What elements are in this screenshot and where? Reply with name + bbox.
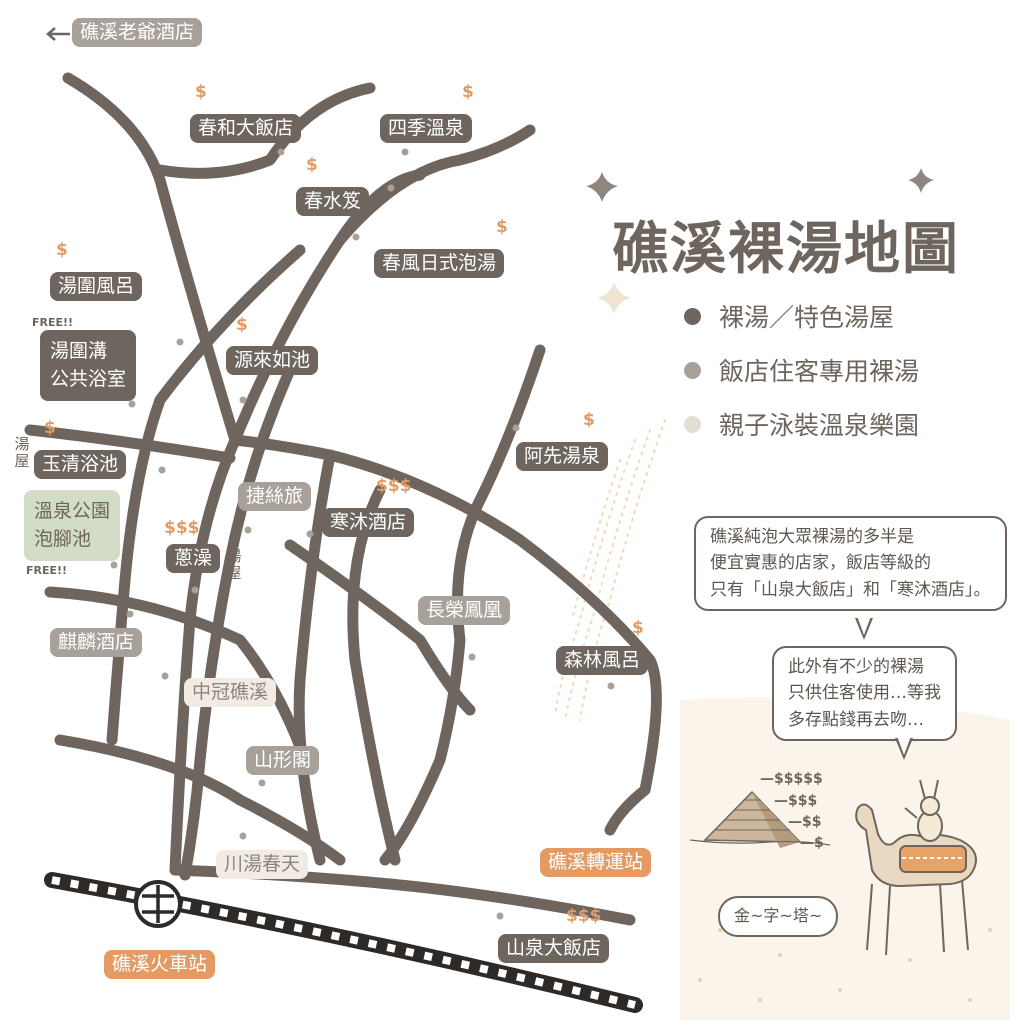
- spot-label-park[interactable]: 溫泉公園 泡腳池: [24, 490, 121, 562]
- spot-label-park-line1: 溫泉公園: [34, 500, 111, 522]
- spot-label-train-station[interactable]: 礁溪火車站: [104, 950, 216, 979]
- price-tangwei-fenglu: $: [56, 240, 68, 260]
- camel-rider-illustration: [855, 779, 977, 956]
- price-chunshui: $: [306, 155, 318, 175]
- spot-label-yuanlai[interactable]: 源來如池: [226, 346, 319, 375]
- side-note-yuqing: 湯屋: [14, 435, 30, 470]
- price-cong: $$$: [164, 518, 200, 538]
- railway: [44, 872, 643, 1013]
- speech-bubble-note-tail-fill: [897, 736, 911, 755]
- spot-label-changrong[interactable]: 長榮鳳凰: [418, 596, 511, 625]
- pyramid-illustration: [689, 790, 831, 848]
- spot-label-shanquan[interactable]: 山泉大飯店: [498, 934, 610, 963]
- pyramid-dollar-4: —$: [800, 835, 824, 851]
- speech-bubble-note-line3: 多存點錢再去吻…: [788, 709, 924, 730]
- pyramid-dollar-2: —$$$: [774, 793, 818, 809]
- speech-bubble-note-line1: 此外有不少的裸湯: [788, 657, 924, 677]
- spot-label-tangwei-fenglu[interactable]: 湯圍風呂: [50, 272, 143, 301]
- sparkle-icons: [586, 168, 934, 314]
- roads: [24, 72, 662, 926]
- spot-label-shanxing[interactable]: 山形閣: [246, 746, 320, 775]
- sand-texture: [554, 419, 666, 721]
- spot-label-tangwei-public-line2: 公共浴室: [50, 367, 127, 390]
- spot-label-bus-station[interactable]: 礁溪轉運站: [540, 848, 652, 877]
- legend-dot-family: [684, 415, 701, 433]
- speech-bubble-note-line2: 只供住客使用…等我: [788, 683, 941, 704]
- side-note-cong: 湯屋: [226, 547, 242, 582]
- free-tag-park: FREE!!: [26, 564, 68, 577]
- spot-label-axian[interactable]: 阿先湯泉: [516, 442, 609, 471]
- price-chunhe: $: [195, 82, 207, 102]
- price-axian: $: [583, 410, 595, 430]
- spot-label-chunshui[interactable]: 春水笈: [296, 187, 370, 216]
- spot-label-tangwei-public-line1: 湯圍溝: [50, 340, 108, 362]
- legend-label-naked: 裸湯／特色湯屋: [719, 303, 895, 332]
- spot-dots: [110, 148, 615, 920]
- spot-label-qilin[interactable]: 麒麟酒店: [50, 628, 143, 657]
- spot-label-zhongguan[interactable]: 中冠礁溪: [184, 678, 277, 707]
- price-yuqing: $: [44, 418, 56, 438]
- spot-label-yuqing[interactable]: 玉清浴池: [34, 450, 127, 479]
- spot-label-tangwei-public[interactable]: 湯圍溝 公共浴室: [40, 330, 137, 402]
- pyramid-dollar-3: —$$: [788, 814, 822, 830]
- speech-bubble-pyramid: 金~字~塔~: [718, 896, 839, 937]
- spot-label-chunfeng[interactable]: 春風日式泡湯: [374, 249, 505, 278]
- speech-bubble-intro-line1: 礁溪純泡大眾裸湯的多半是: [710, 527, 914, 547]
- spot-label-chuantang[interactable]: 川湯春天: [216, 850, 309, 879]
- spot-label-senlin[interactable]: 森林風呂: [556, 646, 649, 675]
- spot-label-jiesi[interactable]: 捷絲旅: [238, 482, 312, 511]
- spot-label-chunhe[interactable]: 春和大飯店: [190, 114, 302, 143]
- speech-bubble-intro-line3: 只有「山泉大飯店」和「寒沐酒店」。: [710, 579, 991, 600]
- legend-dot-naked: [684, 307, 701, 325]
- legend-item-family: 親子泳裝溫泉樂園: [684, 406, 919, 442]
- spot-label-hanmu[interactable]: 寒沐酒店: [322, 508, 415, 537]
- legend-label-hotel: 飯店住客專用裸湯: [719, 357, 920, 386]
- price-siji: $: [462, 82, 474, 102]
- legend-label-family: 親子泳裝溫泉樂園: [719, 411, 920, 440]
- legend-item-naked: 裸湯／特色湯屋: [684, 298, 894, 334]
- spot-label-siji[interactable]: 四季溫泉: [380, 114, 473, 143]
- spot-label-park-line2: 泡腳池: [34, 527, 92, 550]
- map-title: 礁溪裸湯地圖: [612, 217, 960, 282]
- price-hanmu: $$$: [376, 476, 412, 496]
- top-arrow-label[interactable]: 礁溪老爺酒店: [72, 18, 203, 47]
- arrow-left-icon: [46, 27, 70, 41]
- price-senlin: $: [632, 618, 644, 638]
- price-shanquan: $$$: [566, 906, 602, 926]
- desert-dots: [698, 928, 992, 1002]
- speech-bubble-note: 此外有不少的裸湯 只供住客使用…等我 多存點錢再去吻…: [772, 646, 957, 742]
- price-chunfeng: $: [496, 217, 508, 237]
- speech-bubble-intro: 礁溪純泡大眾裸湯的多半是 便宜實惠的店家，飯店等級的 只有「山泉大飯店」和「寒沐…: [694, 516, 1007, 612]
- free-tag-tangwei-public: FREE!!: [32, 316, 74, 329]
- spot-label-cong[interactable]: 蔥澡: [166, 544, 221, 573]
- legend-item-hotel: 飯店住客專用裸湯: [684, 352, 919, 388]
- desert-ground: [680, 697, 1010, 1020]
- speech-bubble-intro-line2: 便宜實惠的店家，飯店等級的: [710, 553, 931, 574]
- legend-dot-hotel: [684, 361, 701, 379]
- price-yuanlai: $: [236, 315, 248, 335]
- train-station-logo-icon: [134, 880, 182, 928]
- pyramid-dollar-1: —$$$$$: [760, 771, 823, 787]
- speech-bubble-intro-tail-fill: [857, 616, 871, 635]
